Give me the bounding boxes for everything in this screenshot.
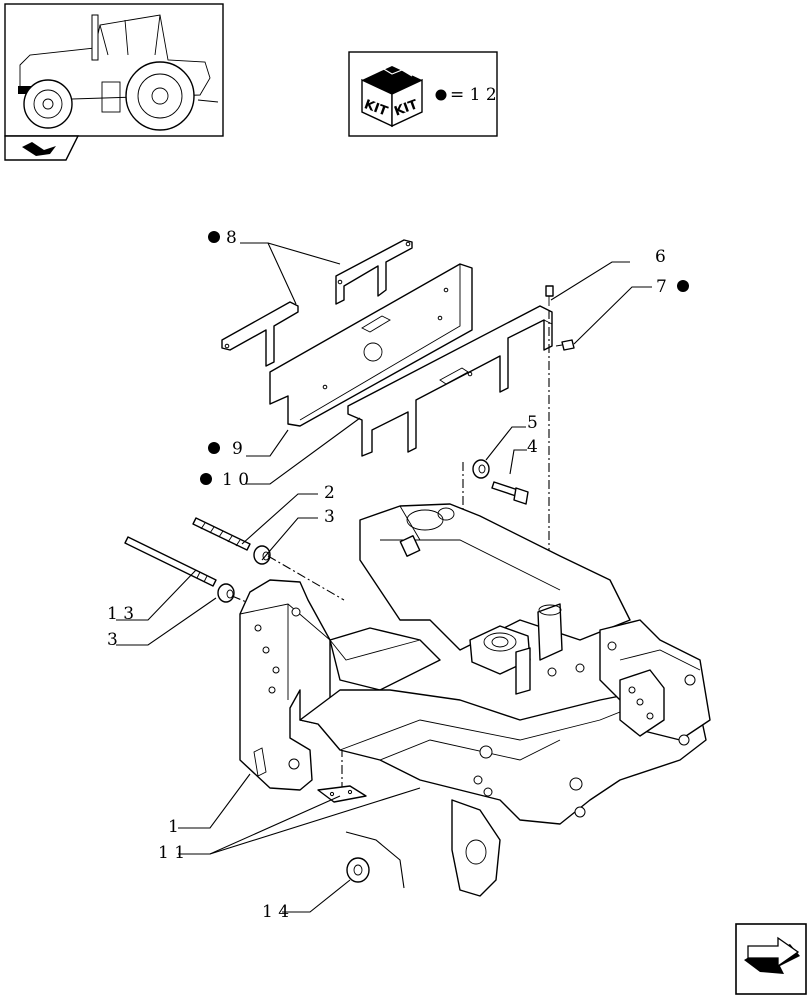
leader-lines xyxy=(116,242,652,913)
callout-3-upper: 3 xyxy=(324,507,335,527)
callout-13: 1 3 xyxy=(107,604,134,624)
plate-9 xyxy=(269,263,473,427)
bracket-8-right xyxy=(335,239,413,305)
callout-labels: 8 6 7 5 4 9 1 0 2 3 1 3 3 1 1 1 1 4 xyxy=(107,228,689,922)
kit-marker-text: = 1 2 xyxy=(450,85,497,105)
bullet-8-icon xyxy=(208,231,220,243)
callout-8: 8 xyxy=(226,228,237,248)
bullet-7-icon xyxy=(677,280,689,292)
callout-1: 1 xyxy=(168,817,179,837)
callout-5: 5 xyxy=(527,413,538,433)
callout-2: 2 xyxy=(324,483,335,503)
bracket-10 xyxy=(347,305,553,457)
bullet-10-icon xyxy=(200,473,212,485)
callout-14: 1 4 xyxy=(262,902,289,922)
section-indicator-icon[interactable] xyxy=(4,135,80,161)
callout-4: 4 xyxy=(527,437,538,457)
callout-3-lower: 3 xyxy=(107,630,118,650)
next-page-arrow-icon[interactable] xyxy=(735,923,807,995)
callout-9: 9 xyxy=(232,439,243,459)
front-support-frame xyxy=(239,503,711,897)
kit-box-icon xyxy=(361,66,423,128)
screw-6 xyxy=(545,285,554,306)
bracket-8-left xyxy=(221,301,299,367)
callout-7: 7 xyxy=(656,277,667,297)
kit-legend: KIT KIT = 1 2 xyxy=(348,51,498,137)
rod-2 xyxy=(192,517,251,551)
callout-10: 1 0 xyxy=(222,470,249,490)
kit-bullet-icon xyxy=(435,89,447,101)
screw-7 xyxy=(555,339,575,351)
washer-3-lower xyxy=(217,583,235,603)
bolt-4 xyxy=(491,481,529,505)
callout-6: 6 xyxy=(655,247,666,267)
washer-5 xyxy=(472,459,490,479)
tractor-thumbnail-icon[interactable] xyxy=(4,3,224,137)
washer-3-upper xyxy=(253,545,271,565)
rod-13 xyxy=(124,536,217,587)
bullet-9-icon xyxy=(208,442,220,454)
washer-14 xyxy=(346,857,370,883)
callout-11: 1 1 xyxy=(158,843,185,863)
